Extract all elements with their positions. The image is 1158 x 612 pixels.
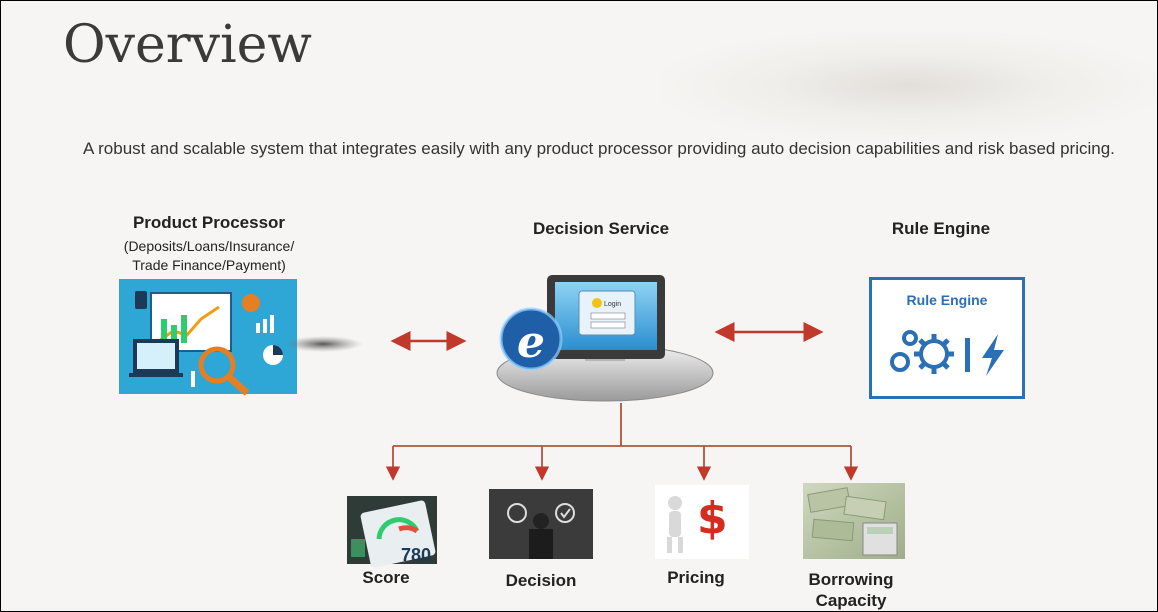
output-label-score: Score [362,568,410,587]
decision-service-label: Decision Service [532,219,670,238]
product-processor-icon [119,279,297,396]
slide-title: Overview [63,15,312,75]
product-processor-sublabel-1: (Deposits/Loans/Insurance/ [123,238,295,254]
browser-e-icon: e [499,307,563,371]
score-meter-icon [347,496,437,568]
output-label-capacity: Capacity [815,591,887,610]
output-label-decision: Decision [505,571,577,590]
background-texture [661,31,1157,141]
connector-shadow [283,336,363,352]
svg-text:$: $ [697,493,728,544]
product-processor-label: Product Processor [132,213,286,232]
rule-engine-box-title: Rule Engine [906,292,988,308]
rule-engine-box: Rule Engine [869,277,1025,399]
output-label-pricing: Pricing [667,568,725,587]
pricing-icon: $ [655,485,749,559]
output-label-borrowing: Borrowing [808,570,894,589]
gears-bolt-icon [890,330,1004,376]
rule-engine-label: Rule Engine [891,219,991,238]
tree-connector [385,403,859,481]
score-value-text: 780 [401,545,431,565]
svg-text:e: e [517,317,545,368]
money-calculator-icon [803,483,905,559]
slide-description: A robust and scalable system that integr… [83,139,1115,158]
product-processor-sublabel-2: Trade Finance/Payment) [132,257,286,273]
decision-icon [489,489,593,559]
login-screen-text: Login [604,301,621,308]
